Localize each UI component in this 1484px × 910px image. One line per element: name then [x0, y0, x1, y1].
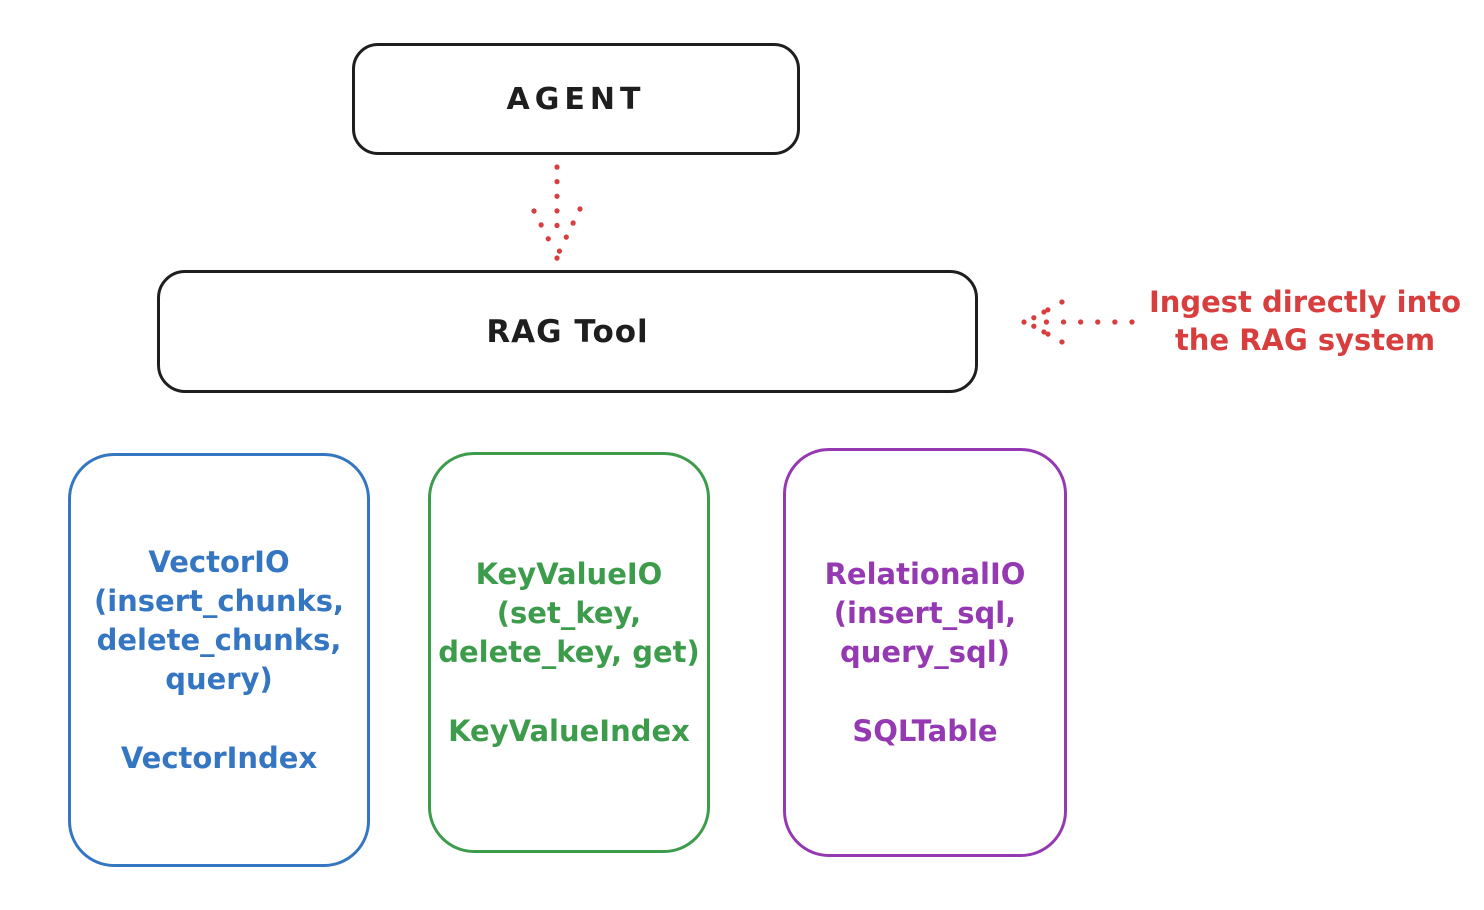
- vector-io-line: VectorIO: [148, 544, 290, 579]
- vector-io-lines: VectorIO (insert_chunks, delete_chunks, …: [94, 543, 344, 699]
- relational-io-line: query_sql): [840, 634, 1010, 669]
- agent-to-rag-arrow: [531, 164, 583, 261]
- key-value-io-line: KeyValueIO: [475, 556, 663, 591]
- key-value-io-line: (set_key,: [496, 595, 642, 630]
- vector-io-box: VectorIO (insert_chunks, delete_chunks, …: [68, 453, 370, 867]
- vector-index-label: VectorIndex: [120, 740, 318, 775]
- key-value-io-box: KeyValueIO (set_key, delete_key, get) Ke…: [428, 452, 710, 853]
- ingest-annotation-line2: the RAG system: [1174, 323, 1436, 357]
- key-value-io-line: delete_key, get): [438, 634, 700, 669]
- sql-table-label: SQLTable: [852, 713, 998, 748]
- rag-tool-label: RAG Tool: [486, 313, 649, 350]
- key-value-io-lines: KeyValueIO (set_key, delete_key, get): [438, 555, 700, 672]
- vector-io-line: query): [165, 661, 273, 696]
- ingest-annotation: Ingest directly into the RAG system: [1133, 283, 1477, 359]
- relational-io-box: RelationalIO (insert_sql, query_sql) SQL…: [783, 448, 1067, 857]
- vector-io-line: delete_chunks,: [96, 622, 342, 657]
- rag-tool-box: RAG Tool: [157, 270, 978, 393]
- vector-io-line: (insert_chunks,: [93, 583, 345, 618]
- ingest-annotation-line1: Ingest directly into: [1148, 285, 1462, 319]
- relational-io-line: (insert_sql,: [833, 595, 1017, 630]
- relational-io-lines: RelationalIO (insert_sql, query_sql): [825, 555, 1026, 672]
- key-value-index-label: KeyValueIndex: [448, 713, 690, 748]
- annotation-to-rag-arrow: [1021, 299, 1135, 345]
- agent-box: AGENT: [352, 43, 800, 155]
- relational-io-line: RelationalIO: [824, 556, 1026, 591]
- agent-label: AGENT: [506, 81, 646, 117]
